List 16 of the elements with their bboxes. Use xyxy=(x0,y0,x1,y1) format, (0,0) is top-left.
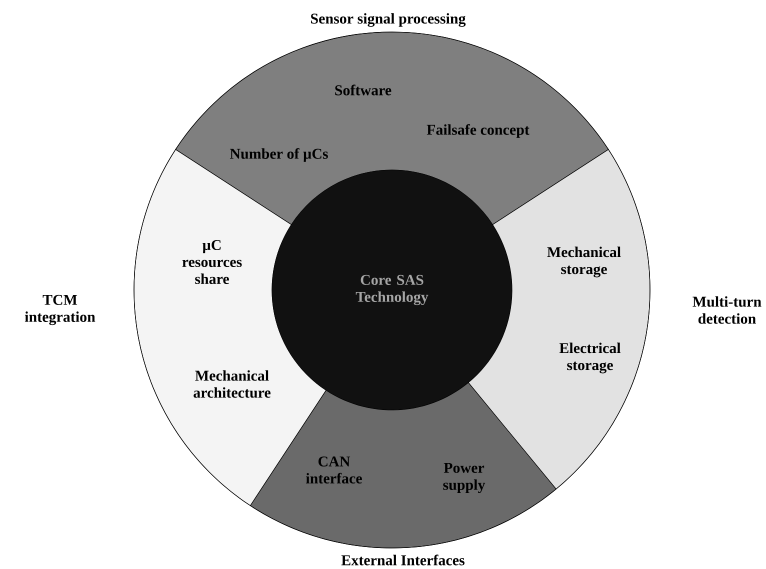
sector-label: Electrical storage xyxy=(559,342,621,374)
sector-heading: Multi-turn detection xyxy=(692,296,762,324)
core-label: Core SAS Technology xyxy=(356,274,428,306)
sector-label: Number of µCs xyxy=(230,148,328,162)
sector-label: CAN interface xyxy=(306,456,362,484)
sector-label: µC resources share xyxy=(182,240,242,284)
sector xyxy=(175,13,609,226)
sector-heading: Sensor signal processing xyxy=(311,13,466,27)
sector-heading: External Interfaces xyxy=(341,554,464,566)
core-circle xyxy=(272,170,512,410)
sector-heading: TCM integration xyxy=(24,294,96,326)
sector-label: Failsafe concept xyxy=(426,124,530,138)
sector-label: Mechanical architecture xyxy=(194,370,270,398)
sector-label: Software xyxy=(335,84,392,96)
sector-label: Mechanical storage xyxy=(547,246,621,278)
sector-label: Power supply xyxy=(443,462,486,494)
